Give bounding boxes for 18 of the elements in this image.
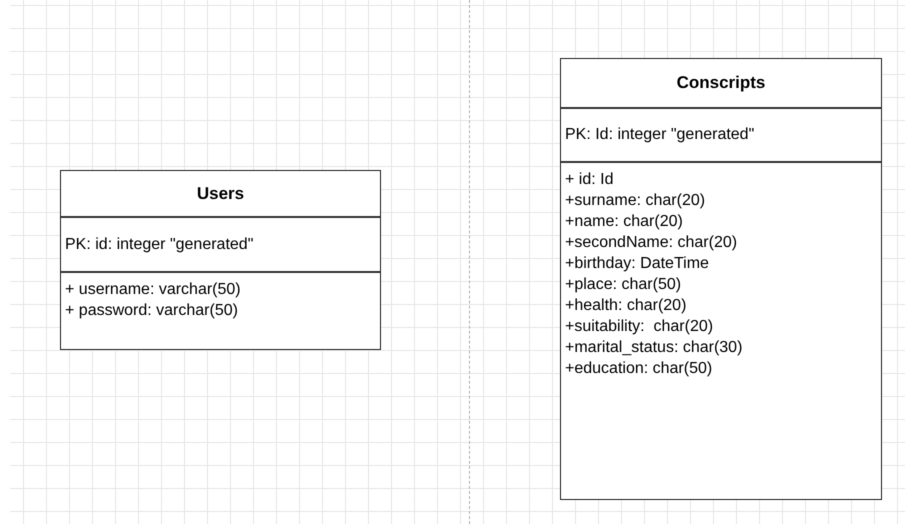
field-text: +marital_status: char(30): [565, 338, 744, 358]
table-title: Conscripts: [561, 59, 881, 109]
field-text: +surname: char(20): [565, 191, 706, 211]
field-text: + username: varchar(50): [65, 280, 242, 300]
primary-key-text: PK: id: integer "generated": [61, 218, 380, 273]
field-text: +suitability: char(20): [565, 317, 714, 337]
field-text: +secondName: char(20): [565, 233, 738, 253]
field-text: + id: Id: [565, 170, 614, 190]
primary-key-text: PK: Id: integer "generated": [561, 109, 881, 163]
field-text: +health: char(20): [565, 296, 688, 316]
table-title: Users: [61, 171, 380, 218]
field-text: + password: varchar(50): [65, 301, 239, 321]
table-box: [60, 170, 381, 350]
table-box: [560, 58, 882, 500]
field-text: +birthday: DateTime: [565, 254, 710, 274]
field-text: +name: char(20): [565, 212, 684, 232]
field-text: +education: char(50): [565, 359, 714, 379]
field-text: +place: char(50): [565, 275, 682, 295]
